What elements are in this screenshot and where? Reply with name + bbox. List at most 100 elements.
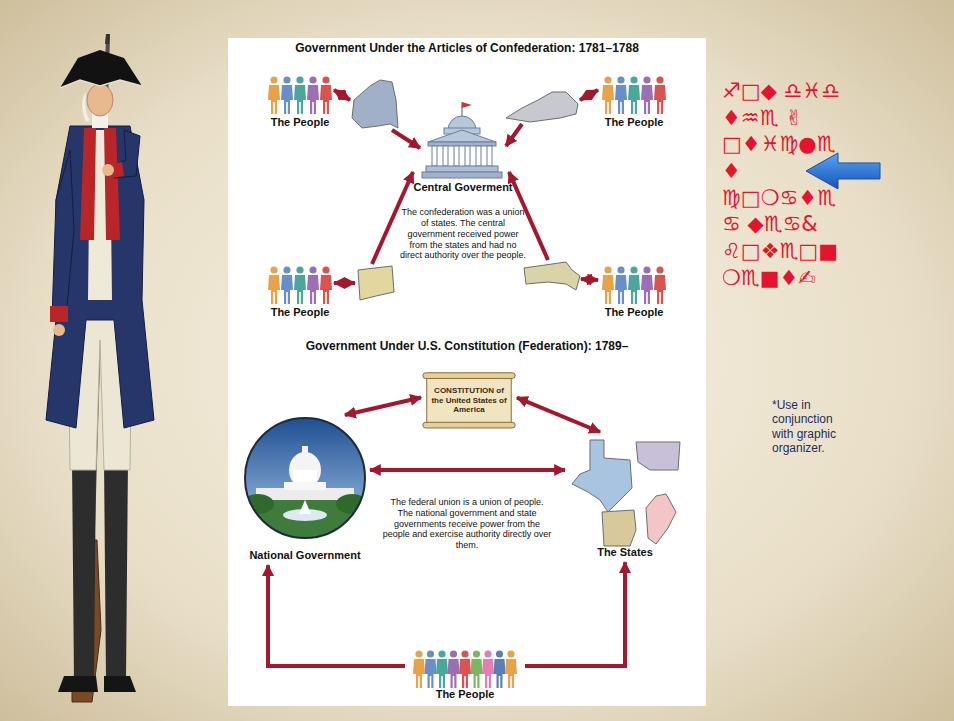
state-shapes	[358, 266, 394, 300]
node-label: CONSTITUTION of the United States of Ame…	[431, 386, 507, 415]
soldier-illustration	[58, 676, 98, 692]
node-label: National Government	[240, 549, 370, 562]
connector-arrow	[525, 562, 625, 666]
soldier-illustration	[50, 306, 68, 322]
soldier-illustration	[87, 84, 113, 116]
soldier-illustration	[52, 150, 74, 318]
soldier-illustration	[53, 324, 65, 336]
relation-arrows	[334, 281, 355, 285]
constitution-scroll: CONSTITUTION of the United States of Ame…	[421, 372, 517, 429]
states-group: The States	[565, 432, 685, 562]
people-group: The People	[592, 262, 676, 322]
capitol-photo	[299, 500, 311, 514]
capitol-building-icon	[476, 146, 481, 166]
connector-arrow	[370, 468, 565, 472]
soldier-illustration	[82, 92, 90, 122]
scroll-outline	[427, 378, 511, 423]
capitol-building-icon	[422, 102, 502, 178]
soldier-illustration	[46, 34, 154, 702]
state-shapes	[602, 510, 636, 546]
capitol-building-icon	[428, 130, 496, 142]
label-holder: ♐□◆ ♎♓♎ ♦♒♏ ✌□♦♓♍●♏ ♦ ♍□❍♋♦♏ ♋ ◆♏♋& ♌□❖♏…	[722, 78, 860, 291]
capitol-photo	[242, 494, 274, 514]
diagram-panel	[228, 38, 706, 706]
people-figures	[268, 266, 332, 304]
capitol-building-icon	[454, 146, 459, 166]
section-heading: Government Under the Articles of Confede…	[236, 41, 698, 55]
capitol-photo	[302, 446, 308, 454]
relation-arrows	[580, 90, 598, 100]
capitol-building-icon	[487, 146, 492, 166]
capitol-photo	[245, 418, 365, 538]
capitol-photo	[242, 446, 368, 540]
question-text: ♐□◆ ♎♓♎ ♦♒♏ ✌□♦♓♍●♏ ♦ ♍□❍♋♦♏ ♋ ◆♏♋& ♌□❖♏…	[722, 78, 860, 291]
scroll-outline	[423, 373, 515, 379]
note-text: *Use in conjunction with graphic organiz…	[772, 398, 854, 456]
national-government: National Government	[240, 415, 370, 565]
node-label: The People	[258, 306, 342, 319]
relation-arrows	[581, 279, 598, 280]
capitol-building-icon	[462, 102, 472, 108]
connector-arrow	[268, 565, 405, 666]
people-group: The People	[405, 648, 525, 704]
pointer-arrow	[806, 153, 880, 189]
state-shapes	[352, 80, 580, 300]
soldier-illustration	[105, 34, 110, 44]
people-figures	[602, 76, 666, 114]
state-shapes	[506, 92, 578, 122]
relation-arrows	[506, 124, 522, 146]
capitol-building-icon	[426, 166, 498, 172]
node-label: The People	[258, 116, 342, 129]
node-body: The confederation was a union of states.…	[398, 207, 528, 261]
relation-arrows	[334, 90, 598, 283]
soldier-illustration	[46, 126, 154, 428]
state-shapes	[636, 442, 680, 470]
people-figures	[268, 76, 332, 114]
relation-arrows	[392, 130, 420, 148]
people-group: The People	[258, 72, 342, 132]
soldier-illustration	[104, 128, 120, 240]
capitol-building-icon	[422, 172, 502, 178]
connector-arrow	[345, 398, 421, 415]
state-shapes	[646, 494, 676, 544]
people-group: The People	[592, 72, 676, 132]
section-heading: Government Under U.S. Constitution (Fede…	[236, 339, 698, 353]
people-group: The People	[258, 262, 342, 322]
scroll-outline	[423, 422, 515, 428]
state-shapes	[352, 80, 398, 128]
soldier-illustration	[72, 460, 96, 680]
people-figures	[413, 650, 517, 688]
capitol-building-icon	[465, 146, 470, 166]
label-holder: *Use in conjunction with graphic organiz…	[772, 398, 854, 456]
state-shapes	[572, 440, 632, 512]
people-figures	[602, 266, 666, 304]
capitol-building-icon	[432, 146, 437, 166]
central-government: Central GovermentThe confederation was a…	[398, 118, 528, 264]
capitol-photo	[245, 418, 365, 538]
soldier-illustration	[80, 128, 96, 240]
soldier-illustration	[104, 676, 136, 692]
soldier-illustration	[112, 130, 140, 178]
node-label: The People	[405, 688, 525, 701]
soldier-illustration	[102, 164, 114, 176]
label-holder: The federal union is a union of people. …	[382, 497, 552, 551]
capitol-photo	[242, 418, 368, 540]
node-label: The People	[592, 116, 676, 129]
node-label: The States	[565, 546, 685, 559]
label-holder: Government Under U.S. Constitution (Fede…	[236, 339, 698, 353]
soldier-illustration	[104, 460, 128, 680]
node-label: The People	[592, 306, 676, 319]
relation-arrows	[372, 172, 413, 264]
people-figures	[268, 76, 666, 688]
relation-arrows	[334, 90, 350, 100]
pointer-arrow	[806, 153, 880, 189]
capitol-building-icon	[443, 146, 448, 166]
soldier-illustration	[60, 50, 142, 88]
capitol-photo	[284, 482, 326, 490]
capitol-photo	[336, 494, 368, 514]
